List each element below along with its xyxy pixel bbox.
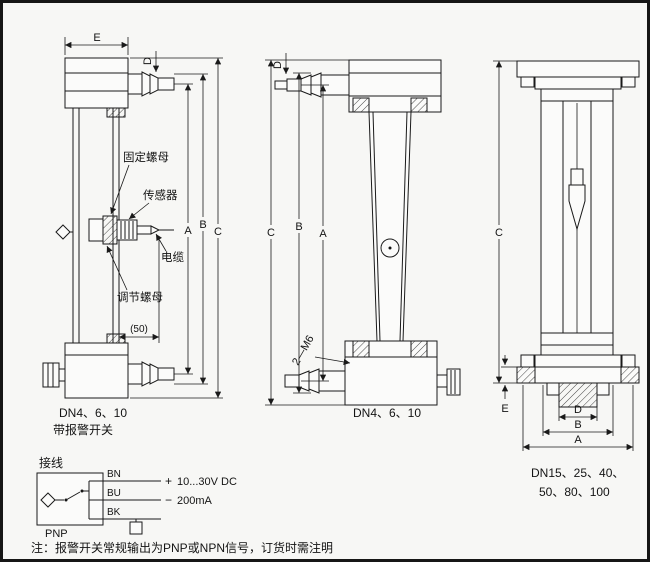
flowmeter-drawing-svg: E D: [31, 32, 640, 555]
left-dim-E-label: E: [93, 32, 100, 44]
middle-dim-A-label: A: [319, 228, 327, 240]
middle-bottom-housing: [344, 340, 438, 406]
left-dim-C-label: C: [214, 226, 222, 238]
sensor-body: [116, 219, 138, 241]
float-cone: [568, 184, 586, 231]
sensor-mount-plate: [88, 218, 104, 242]
middle-dim-C: C: [265, 59, 349, 406]
pipe-stub: [558, 382, 598, 408]
float-top: [570, 168, 584, 186]
left-dim-offset-label: (50): [130, 324, 148, 335]
middle-top-housing: [348, 59, 442, 113]
output-current: 200mA: [177, 495, 213, 507]
sensor-tip: [150, 225, 161, 235]
sensor-symbol-diamond: [40, 492, 56, 508]
left-dim-offset-50: (50): [119, 237, 160, 343]
switch-blade: [65, 491, 81, 501]
footnote: 注：报警开关常规输出为PNP或NPN信号，订货时需注明: [31, 540, 333, 555]
right-top-flange: [516, 60, 640, 90]
left-callouts: 固定螺母 传感器 电缆 调节螺母: [106, 150, 184, 304]
left-dim-B-label: B: [199, 219, 206, 231]
left-bottom-housing: [64, 342, 129, 399]
sensor-label: 传感器: [143, 188, 178, 202]
right-dim-A: A: [522, 385, 634, 451]
polarity-plus: +: [165, 474, 172, 488]
middle-dim-B: B: [293, 72, 311, 394]
cable-label: 电缆: [161, 251, 184, 264]
middle-valve-knob: [436, 368, 461, 396]
middle-glass-tube: [368, 111, 412, 342]
middle-dim-A: A: [301, 84, 329, 382]
supply-voltage: 10...30V DC: [177, 476, 237, 488]
middle-meter: D: [265, 53, 461, 420]
right-meter: C: [493, 60, 640, 499]
output-type-label: PNP: [45, 528, 68, 540]
left-dim-D: D: [142, 51, 160, 72]
sensor-probe: [136, 225, 152, 235]
left-dim-D-label: D: [142, 57, 154, 65]
left-bottom-hose-barb: [127, 361, 175, 387]
wire-bn-label: BN: [107, 469, 121, 480]
wire-bu-label: BU: [107, 488, 121, 499]
left-bottom-packing-gland: [106, 333, 126, 344]
right-caption-size-1: DN15、25、40、: [531, 466, 624, 480]
right-dim-C-label: C: [495, 227, 503, 239]
right-caption-size-2: 50、80、100: [539, 485, 610, 499]
left-valve-knob: [42, 362, 66, 388]
left-top-packing-gland: [106, 107, 126, 118]
load-resistor: [129, 521, 143, 535]
left-alarm-sensor-assembly: [88, 215, 174, 245]
wire-bk-label: BK: [107, 507, 121, 518]
fixing-nut-label: 固定螺母: [123, 150, 169, 164]
middle-dim-D-label: D: [272, 61, 284, 69]
right-dim-A-label: A: [574, 434, 582, 446]
right-bottom-flange: [516, 345, 640, 408]
left-dim-A-label: A: [184, 225, 192, 237]
left-top-hose-barb: [127, 71, 175, 97]
right-dim-B-label: B: [574, 419, 581, 431]
thread-label: 2—M6: [290, 333, 317, 367]
polarity-minus: −: [165, 493, 172, 507]
fixing-nut: [102, 215, 118, 245]
wiring-title: 接线: [39, 455, 63, 470]
wiring-diagram: 接线 BN BU BK + 10...30V DC − 200mA PNP: [36, 455, 237, 540]
left-dim-C: C: [130, 57, 224, 399]
middle-caption-size: DN4、6、10: [353, 406, 421, 420]
left-rod-clamp-diamond: [55, 224, 71, 240]
right-dim-C: C: [493, 60, 517, 384]
right-dim-E-label: E: [501, 403, 508, 415]
right-dim-D: D: [558, 404, 598, 421]
right-dim-D-label: D: [574, 404, 582, 416]
left-dim-A: A: [174, 83, 194, 375]
left-dim-B: B: [174, 73, 209, 385]
middle-dim-C-label: C: [267, 227, 275, 239]
left-meter: E D: [42, 32, 224, 437]
right-dim-B: B: [542, 385, 614, 436]
adjust-nut-label: 调节螺母: [117, 291, 163, 304]
left-caption-alarm: 带报警开关: [53, 422, 113, 437]
left-dim-E: E: [64, 32, 129, 55]
right-dim-E: E: [501, 355, 517, 415]
right-body: [540, 88, 614, 346]
middle-dim-B-label: B: [295, 221, 302, 233]
left-caption-size: DN4、6、10: [59, 406, 127, 420]
left-top-housing: [64, 57, 129, 109]
middle-dim-D: D: [272, 53, 290, 74]
